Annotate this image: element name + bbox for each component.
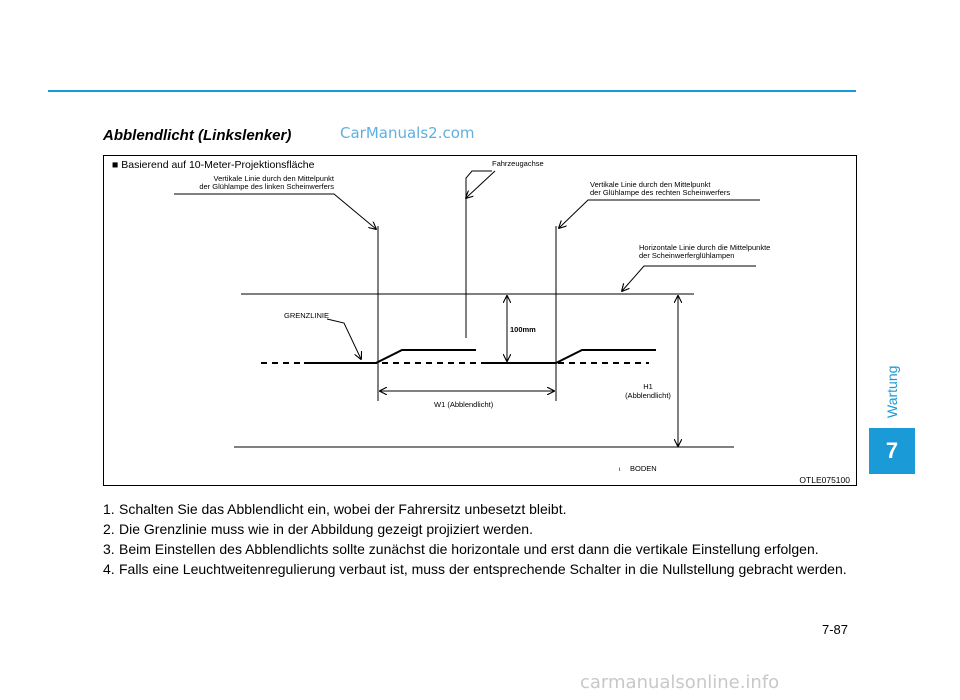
ground-mark: ι: [619, 467, 621, 473]
basis-label: ■ Basierend auf 10-Meter-Projektionsfläc…: [112, 159, 315, 171]
vertical-right-label-2: der Glühlampe des rechten Scheinwerfers: [590, 188, 730, 197]
vehicle-axis-line: [465, 170, 492, 338]
step-text: Falls eine Leuchtweitenregulierung verba…: [119, 561, 847, 577]
instruction-item: 2.Die Grenzlinie muss wie in der Abbildu…: [103, 520, 857, 539]
w1-label: W1 (Abblendlicht): [434, 400, 494, 409]
right-cutoff-line: [484, 349, 656, 364]
vehicle-axis-leader: [466, 170, 496, 198]
left-cutoff-line: [304, 349, 476, 364]
cutoff-line-label: GRENZLINIE: [284, 311, 329, 320]
h1-label-2: (Abblendlicht): [625, 391, 671, 400]
vertical-left-label-2: der Glühlampe des linken Scheinwerfers: [199, 182, 334, 191]
left-vertical-leader: [174, 193, 376, 229]
footer-watermark: carmanualsonline.info: [580, 672, 780, 693]
header-rule: [48, 90, 856, 92]
instruction-item: 4.Falls eine Leuchtweitenregulierung ver…: [103, 560, 857, 579]
section-title: Abblendlicht (Linkslenker): [103, 127, 292, 144]
right-vertical-leader: [559, 199, 760, 228]
h1-label-1: H1: [643, 382, 653, 391]
headlight-aiming-diagram: ■ Basierend auf 10-Meter-Projektionsfläc…: [103, 155, 857, 486]
step-number: 4.: [103, 561, 115, 577]
horizontal-line-label-1: Horizontale Linie durch die Mittelpunkte: [639, 243, 770, 252]
figure-code: OTLE075100: [799, 475, 850, 485]
step-number: 1.: [103, 501, 115, 517]
ground-label: BODEN: [630, 464, 657, 473]
instruction-item: 1.Schalten Sie das Abblendlicht ein, wob…: [103, 500, 857, 519]
vertical-left-label-1: Vertikale Linie durch den Mittelpunkt: [214, 174, 335, 183]
chapter-number-badge: 7: [869, 428, 915, 474]
cutoff-leader: [326, 318, 361, 359]
diagram-canvas: ■ Basierend auf 10-Meter-Projektionsfläc…: [112, 159, 850, 485]
step-text: Schalten Sie das Abblendlicht ein, wobei…: [119, 501, 567, 517]
step-number: 2.: [103, 521, 115, 537]
step-text: Die Grenzlinie muss wie in der Abbildung…: [119, 521, 533, 537]
step-number: 3.: [103, 541, 115, 557]
chapter-name: Wartung: [884, 365, 900, 418]
horizontal-line-label-2: der Scheinwerferglühlampen: [639, 251, 734, 260]
dimension-100mm-label: 100mm: [510, 325, 536, 334]
instruction-list: 1.Schalten Sie das Abblendlicht ein, wob…: [103, 500, 857, 580]
horizontal-leader: [622, 265, 756, 291]
step-text: Beim Einstellen des Abblendlichts sollte…: [119, 541, 819, 557]
page-number: 7-87: [822, 622, 849, 637]
vertical-right-label-1: Vertikale Linie durch den Mittelpunkt: [590, 180, 711, 189]
vehicle-axis-label: Fahrzeugachse: [492, 159, 544, 168]
instruction-item: 3.Beim Einstellen des Abblendlichts soll…: [103, 540, 857, 559]
watermark-logo: CarManuals2.com: [340, 124, 475, 142]
